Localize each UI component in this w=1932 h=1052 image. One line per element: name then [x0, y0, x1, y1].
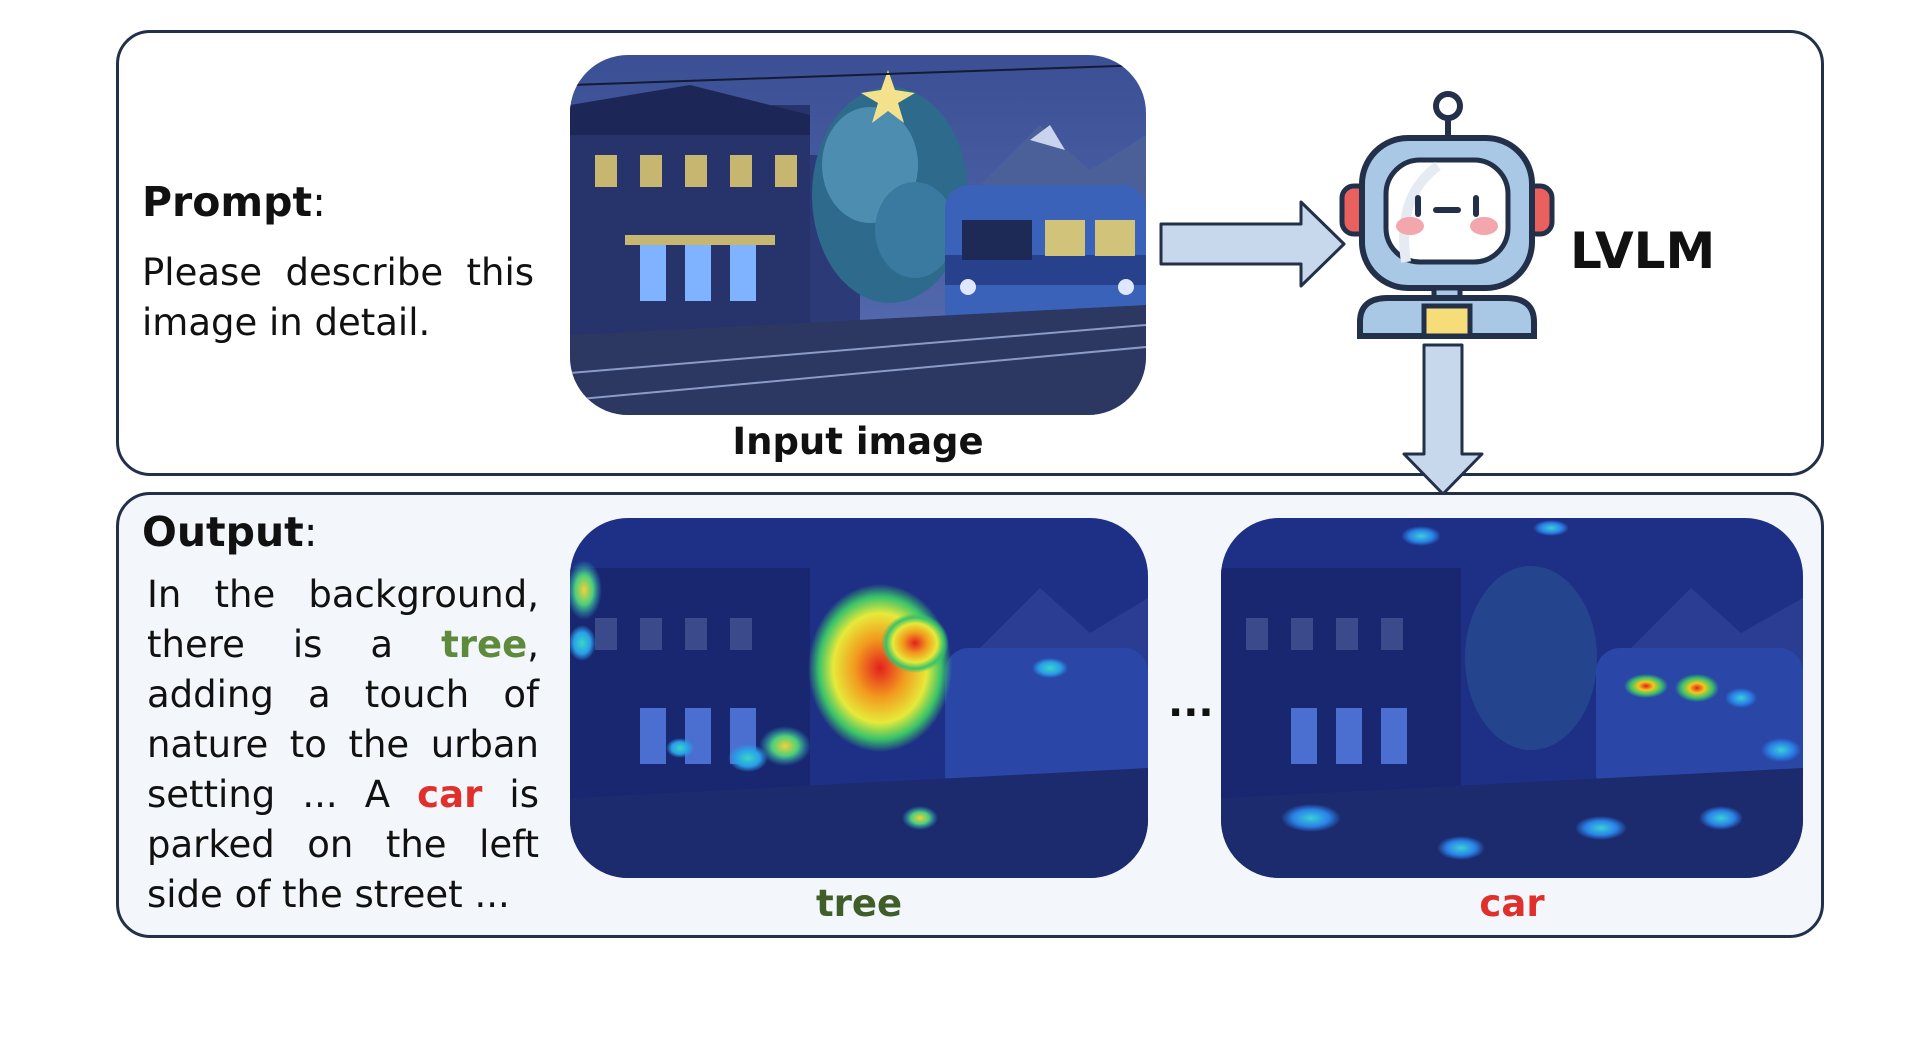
attention-map-car — [1221, 518, 1803, 878]
input-image — [570, 55, 1146, 415]
output-text: In the background, there is a tree, addi… — [147, 573, 539, 916]
input-image-caption: Input image — [732, 420, 984, 463]
arrow-right-icon — [1159, 200, 1346, 288]
prompt-heading: Prompt: — [142, 178, 326, 226]
arrow-down-icon — [1402, 343, 1484, 496]
prompt-text: Please describe this image in detail. — [142, 251, 534, 344]
robot-icon — [1339, 91, 1555, 339]
highlight-tree: tree — [441, 623, 528, 666]
attention-map-tree — [570, 518, 1148, 878]
output-heading: Output: — [142, 508, 318, 556]
highlight-car: car — [417, 773, 483, 816]
tree-map-caption: tree — [815, 882, 903, 925]
car-map-caption: car — [1479, 882, 1545, 925]
ellipsis: ... — [1168, 680, 1214, 726]
lvlm-label: LVLM — [1570, 222, 1716, 280]
